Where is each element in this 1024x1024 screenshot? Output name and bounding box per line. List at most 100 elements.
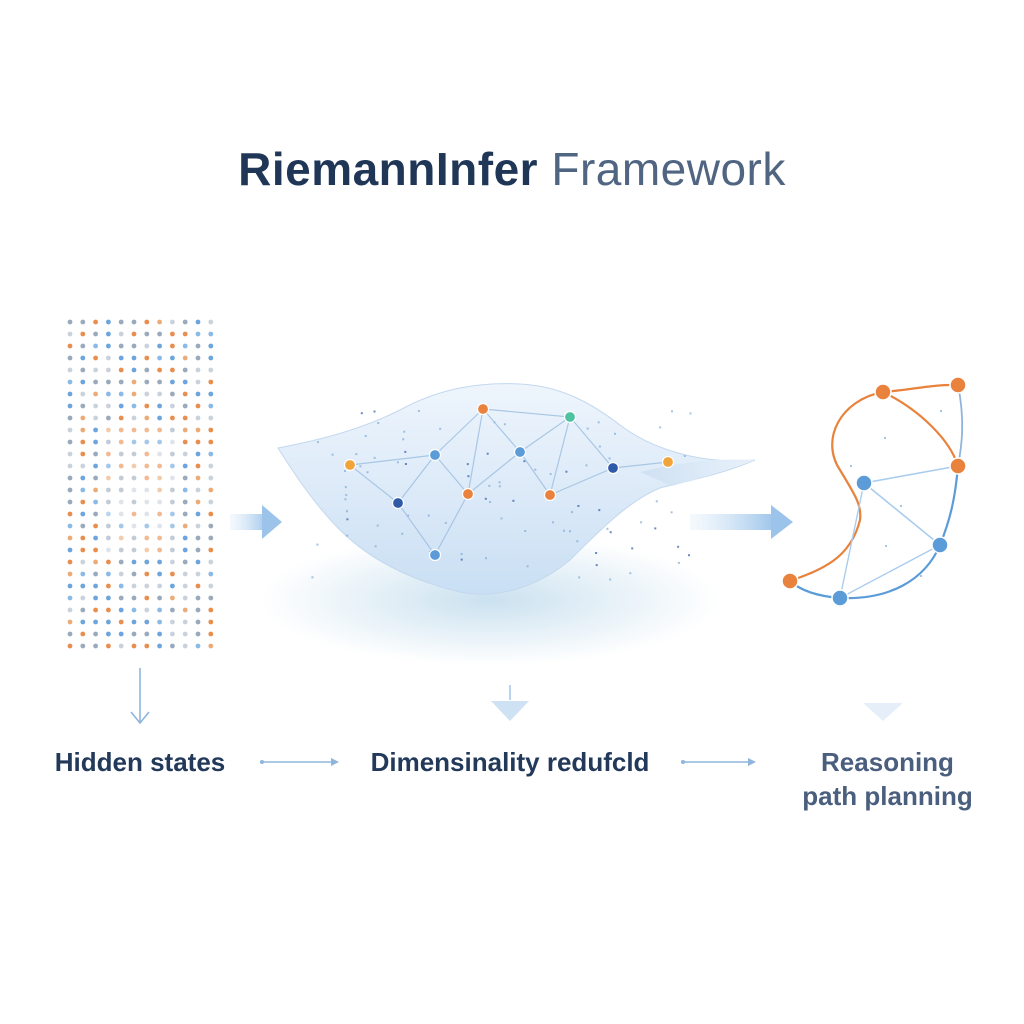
matrix-dot: [118, 631, 124, 637]
matrix-dot: [170, 463, 175, 469]
manifold-speck: [346, 510, 348, 513]
matrix-dot: [80, 643, 86, 649]
matrix-dot: [195, 451, 201, 457]
matrix-dot: [80, 379, 86, 385]
manifold-speck: [359, 465, 362, 468]
manifold-speck: [404, 450, 407, 453]
matrix-dot: [106, 523, 111, 529]
matrix-dot: [131, 379, 137, 385]
matrix-dot: [182, 535, 188, 541]
matrix-dot: [67, 475, 73, 481]
matrix-dot: [157, 463, 163, 469]
matrix-dot: [67, 643, 73, 649]
matrix-dot: [93, 463, 98, 469]
matrix-dot: [80, 499, 86, 505]
manifold-speck: [595, 552, 598, 554]
matrix-dot: [106, 415, 111, 421]
matrix-dot: [208, 403, 214, 409]
matrix-dot: [208, 415, 214, 421]
manifold-speck: [614, 432, 616, 435]
matrix-dot: [106, 331, 111, 337]
matrix-dot: [118, 427, 124, 433]
matrix-dot: [195, 535, 201, 541]
matrix-dot: [182, 607, 188, 613]
matrix-dot: [195, 367, 201, 373]
matrix-dot: [131, 451, 137, 457]
matrix-dot: [144, 559, 150, 565]
manifold-speck: [366, 471, 369, 474]
matrix-dot: [67, 355, 73, 361]
matrix-dot: [118, 571, 124, 577]
matrix-dot: [131, 439, 137, 445]
matrix-dot: [182, 571, 188, 577]
matrix-dot: [118, 523, 124, 529]
matrix-dot: [106, 643, 111, 649]
matrix-dot: [208, 355, 214, 361]
matrix-dot: [131, 511, 137, 517]
matrix-dot: [170, 403, 175, 409]
matrix-dot: [208, 367, 214, 373]
matrix-dot: [157, 595, 163, 601]
matrix-dot: [170, 607, 175, 613]
matrix-dot: [131, 619, 137, 625]
matrix-dot: [182, 559, 188, 565]
matrix-dot: [144, 319, 150, 325]
matrix-dot: [93, 331, 98, 337]
matrix-dot: [170, 523, 175, 529]
matrix-dot: [80, 403, 86, 409]
matrix-dot: [118, 343, 124, 349]
connector-arrow-2: [681, 758, 756, 766]
manifold-speck: [404, 463, 407, 465]
matrix-dot: [106, 463, 111, 469]
reasoning-path-graph: [781, 376, 967, 607]
matrix-dot: [80, 367, 86, 373]
matrix-dot: [80, 571, 86, 577]
matrix-dot: [93, 571, 98, 577]
matrix-dot: [144, 355, 150, 361]
manifold-speck: [373, 410, 376, 413]
manifold-speck: [344, 486, 347, 489]
matrix-dot: [118, 319, 124, 325]
manifold-speck: [331, 453, 334, 456]
matrix-dot: [106, 607, 111, 613]
manifold-speck: [345, 494, 348, 497]
matrix-dot: [106, 343, 111, 349]
matrix-dot: [131, 355, 137, 361]
matrix-dot: [93, 451, 98, 457]
manifold-speck: [608, 457, 611, 460]
matrix-dot: [144, 643, 150, 649]
matrix-dot: [80, 583, 86, 589]
manifold-speck: [500, 517, 503, 520]
matrix-dot: [93, 511, 98, 517]
matrix-dot: [208, 343, 214, 349]
matrix-dot: [157, 511, 163, 517]
matrix-dot: [170, 391, 175, 397]
matrix-dot: [80, 559, 86, 565]
label-reasoning-path-planning: Reasoning path planning: [775, 745, 1000, 813]
matrix-dot: [67, 379, 73, 385]
matrix-dot: [157, 379, 163, 385]
matrix-dot: [106, 595, 111, 601]
manifold-speck: [346, 534, 349, 537]
matrix-dot: [208, 631, 214, 637]
matrix-dot: [67, 523, 73, 529]
matrix-dot: [118, 367, 124, 373]
matrix-dot: [131, 463, 137, 469]
matrix-dot: [118, 475, 124, 481]
matrix-dot: [106, 475, 111, 481]
matrix-dot: [106, 619, 111, 625]
matrix-dot: [67, 583, 73, 589]
manifold-speck: [534, 468, 537, 471]
matrix-dot: [144, 499, 150, 505]
path-node: [931, 536, 949, 554]
matrix-dot: [170, 511, 175, 517]
manifold-node: [513, 445, 527, 459]
title-light: Framework: [551, 143, 786, 195]
matrix-dot: [170, 427, 175, 433]
matrix-dot: [195, 499, 201, 505]
matrix-dot: [93, 583, 98, 589]
manifold-speck: [373, 456, 376, 459]
matrix-dot: [195, 487, 201, 493]
matrix-dot: [170, 451, 175, 457]
manifold-speck: [486, 452, 489, 455]
